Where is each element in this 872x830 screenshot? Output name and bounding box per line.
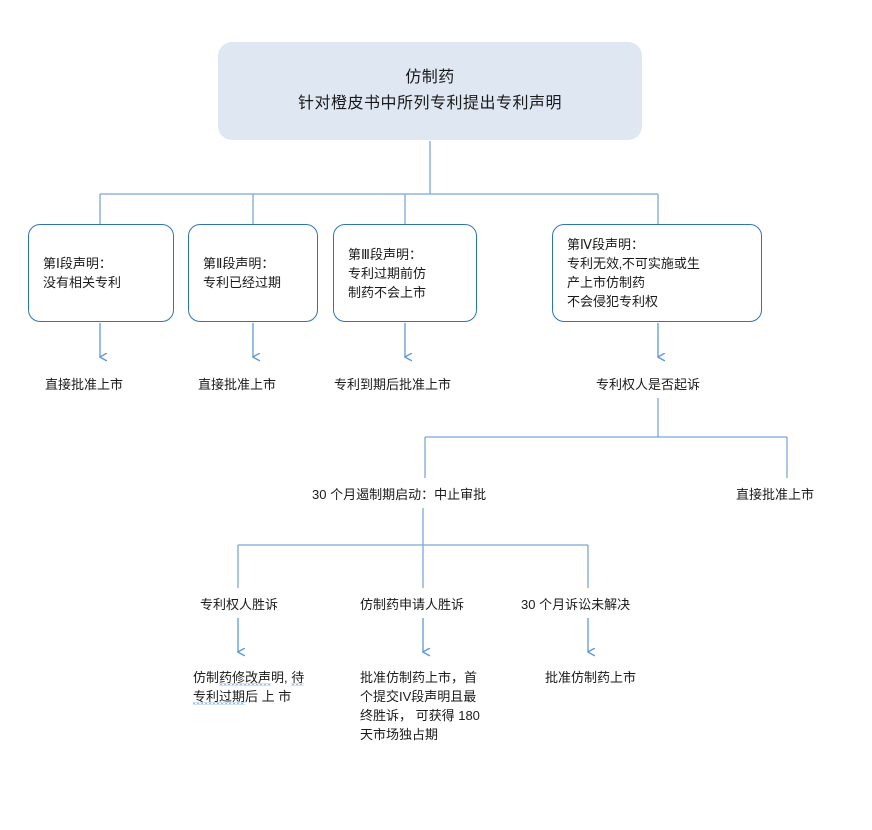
final-outcome-approve-with-exclusivity: 批准仿制药上市，首个提交IV段声明且最终胜诉， 可获得 180 天市场独占期 <box>360 670 480 742</box>
statement-text: 第Ⅲ段声明： 专利过期前仿 制药不会上市 <box>348 246 427 300</box>
outcome-label-lawsuit-question: 专利权人是否起诉 <box>596 377 701 392</box>
label-applicant-wins: 仿制药申请人胜诉 <box>360 597 465 612</box>
statement-box-paragraph-ii: 第Ⅱ段声明： 专利已经过期 <box>188 224 318 322</box>
final-outcome-approve-generic: 批准仿制药上市 <box>545 670 637 685</box>
statement-text: 第Ⅰ段声明： 没有相关专利 <box>43 256 122 290</box>
final-outcome-amend-statement: 仿制药修改声明, 待专利过期后 上 市 <box>193 668 311 706</box>
statement-text: 第Ⅳ段声明： 专利无效‚不可实施或生 产上市仿制药 不会侵犯专利权 <box>567 237 700 309</box>
final-outcome-text-segment: 仿制 <box>193 670 220 685</box>
outcome-label-paragraph-ii: 直接批准上市 <box>198 377 277 392</box>
label-patentee-wins: 专利权人胜诉 <box>200 597 279 612</box>
outcome-label-paragraph-i: 直接批准上市 <box>45 377 124 392</box>
label-litigation-unresolved: 30 个月诉讼未解决 <box>521 597 631 612</box>
final-outcome-text-segment: 明, <box>271 670 292 685</box>
root-title-line2: 针对橙皮书中所列专利提出专利声明 <box>297 95 562 112</box>
label-direct-approval-no-suit: 直接批准上市 <box>736 487 815 502</box>
final-outcome-text-segment: 后 上 市 <box>245 689 292 704</box>
statement-box-paragraph-iii: 第Ⅲ段声明： 专利过期前仿 制药不会上市 <box>333 224 477 322</box>
root-title-line1: 仿制药 <box>405 69 455 86</box>
label-30-month-stay: 30 个月遏制期启动：中止审批 <box>312 487 487 502</box>
grammar-check-underline: 药修改声 <box>219 670 272 685</box>
outcome-label-paragraph-iii: 专利到期后批准上市 <box>334 377 452 392</box>
root-node: 仿制药 针对橙皮书中所列专利提出专利声明 <box>218 42 642 140</box>
statement-box-paragraph-i: 第Ⅰ段声明： 没有相关专利 <box>28 224 174 322</box>
statement-box-paragraph-iv: 第Ⅳ段声明： 专利无效‚不可实施或生 产上市仿制药 不会侵犯专利权 <box>552 224 762 322</box>
statement-text: 第Ⅱ段声明： 专利已经过期 <box>203 256 282 290</box>
